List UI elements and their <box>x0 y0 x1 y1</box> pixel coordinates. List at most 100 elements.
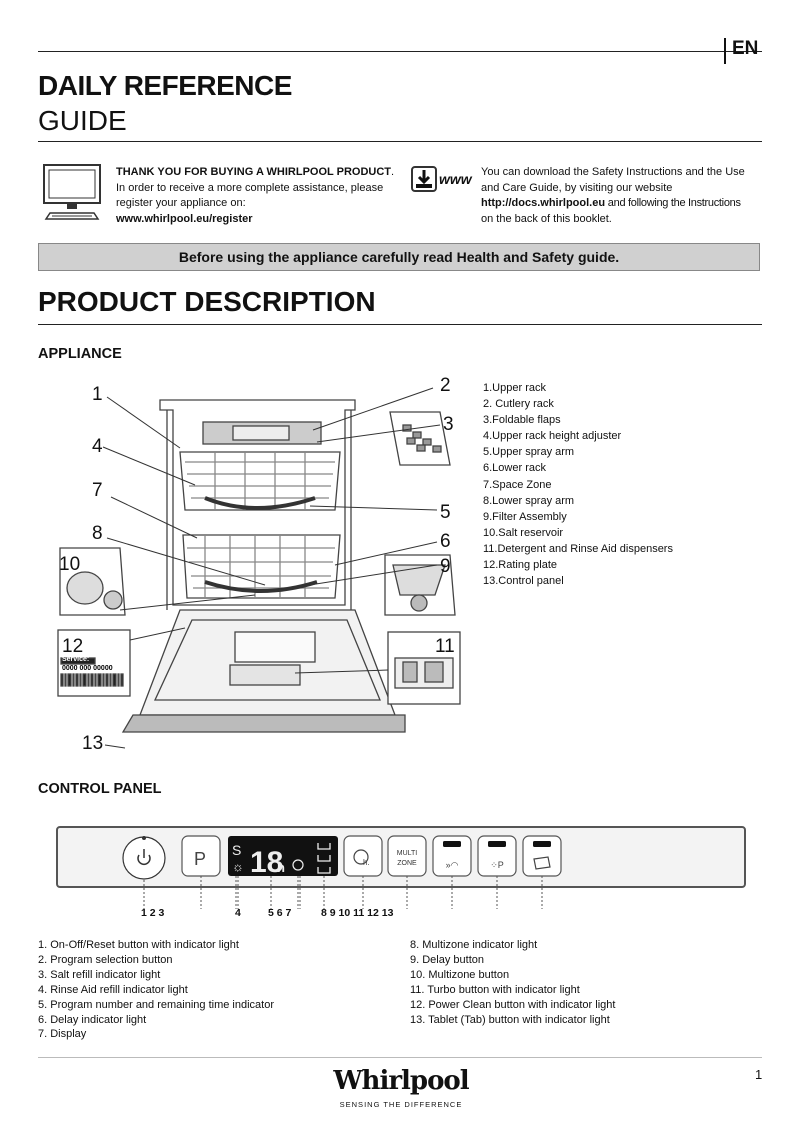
intro-thanks-suffix: . <box>391 166 395 178</box>
computer-monitor-icon <box>43 164 101 220</box>
language-code: EN <box>732 38 759 59</box>
power-clean-button[interactable]: ⁘P <box>477 835 517 877</box>
rating-plate-service-text: Service: <box>62 656 89 663</box>
whirlpool-logo: Whirlpool SENSING THE DIFFERENCE <box>0 1066 802 1109</box>
diagram-label-4: 4 <box>92 436 103 457</box>
diagram-label-6: 6 <box>440 531 451 552</box>
multizone-label-1: MULTI <box>397 850 418 857</box>
program-button-label: P <box>194 849 206 869</box>
page-title-line1: DAILY REFERENCE <box>38 70 292 101</box>
part-item: 12.Rating plate <box>483 559 557 572</box>
part-item: 13.Control panel <box>483 575 564 588</box>
control-item: 5. Program number and remaining time ind… <box>38 998 275 1011</box>
power-clean-indicator-light <box>488 841 506 847</box>
diagram-label-11: 11 <box>435 636 455 657</box>
intro-line3: register your appliance on: <box>116 197 246 209</box>
part-item: 11.Detergent and Rinse Aid dispensers <box>483 542 673 555</box>
turbo-icon: »◠ <box>446 860 459 870</box>
download-icon <box>411 166 437 192</box>
page-title-line2: GUIDE <box>38 105 127 136</box>
callout-group-3: 5 6 7 <box>268 907 292 919</box>
download-line4: on the back of this booklet. <box>481 212 612 225</box>
intro-thanks: THANK YOU FOR BUYING A WHIRLPOOL PRODUCT <box>116 166 391 178</box>
diagram-label-7: 7 <box>92 480 103 501</box>
download-line2: and Care Guide, by visiting our website <box>481 181 673 194</box>
footer-rule <box>38 1057 762 1058</box>
tablet-button[interactable] <box>522 835 562 877</box>
turbo-button[interactable]: »◠ <box>432 835 472 877</box>
control-item: 12. Power Clean button with indicator li… <box>410 998 616 1011</box>
rinse-aid-indicator-icon: ☼ <box>232 859 244 874</box>
download-www-icon: www <box>411 166 473 192</box>
callout-group-1: 1 2 3 <box>141 907 165 919</box>
intro-line2: In order to receive a more complete assi… <box>116 181 384 194</box>
www-label: www <box>439 171 472 187</box>
control-item: 2. Program selection button <box>38 953 173 966</box>
control-panel-diagram: P S ☼ 18 h h. MULTI ZONE »◠ ⁘P <box>56 826 746 909</box>
register-link[interactable]: www.whirlpool.eu/register <box>116 212 253 225</box>
download-line3: and following the Instructions <box>605 197 741 209</box>
program-selection-button[interactable]: P <box>181 835 221 877</box>
diagram-label-13: 13 <box>82 733 103 754</box>
control-panel-heading: CONTROL PANEL <box>38 781 162 797</box>
product-description-title: PRODUCT DESCRIPTION <box>38 286 376 317</box>
display: S ☼ 18 h <box>228 836 338 879</box>
part-item: 2. Cutlery rack <box>483 398 554 411</box>
part-item: 1.Upper rack <box>483 382 546 394</box>
dishwasher-diagram: Service: 0000 000 00000 1 2 3 4 5 6 7 8 … <box>57 375 461 754</box>
language-divider <box>724 38 726 64</box>
delay-indicator-icon <box>292 859 304 871</box>
tablet-icon <box>533 856 551 870</box>
part-item: 3.Foldable flaps <box>483 414 561 427</box>
control-item: 8. Multizone indicator light <box>410 939 538 951</box>
diagram-label-1: 1 <box>92 384 103 405</box>
appliance-heading: APPLIANCE <box>38 346 122 362</box>
intro-download-text: You can download the Safety Instructions… <box>481 165 766 227</box>
control-item: 13. Tablet (Tab) button with indicator l… <box>410 1013 610 1026</box>
control-item: 10. Multizone button <box>410 968 510 981</box>
multizone-label-2: ZONE <box>397 860 417 867</box>
part-item: 5.Upper spray arm <box>483 446 575 459</box>
control-item: 6. Delay indicator light <box>38 1013 147 1026</box>
part-item: 10.Salt reservoir <box>483 526 564 539</box>
control-item: 3. Salt refill indicator light <box>38 968 161 981</box>
control-item: 1. On-Off/Reset button with indicator li… <box>38 939 239 951</box>
part-item: 6.Lower rack <box>483 462 546 475</box>
control-panel-list-right: 8. Multizone indicator light 9. Delay bu… <box>410 938 615 1027</box>
diagram-label-3: 3 <box>443 414 454 435</box>
power-icon <box>137 854 151 865</box>
product-rule <box>38 324 762 325</box>
control-item: 4. Rinse Aid refill indicator light <box>38 983 188 996</box>
rating-plate-number: 0000 000 00000 <box>62 665 113 672</box>
power-clean-icon: ⁘P <box>490 860 504 870</box>
multizone-button[interactable]: MULTI ZONE <box>387 835 427 877</box>
time-unit: h <box>277 860 285 875</box>
part-item: 8.Lower spray arm <box>483 494 575 507</box>
docs-link[interactable]: http://docs.whirlpool.eu <box>481 197 606 209</box>
diagram-label-5: 5 <box>440 502 451 523</box>
part-item: 7.Space Zone <box>483 478 552 491</box>
multizone-indicator-icon <box>317 843 331 874</box>
logo-tagline: SENSING THE DIFFERENCE <box>339 1100 463 1109</box>
program-number-display: 18 <box>250 846 283 879</box>
intro-register-text: THANK YOU FOR BUYING A WHIRLPOOL PRODUCT… <box>116 165 401 227</box>
safety-banner: Before using the appliance carefully rea… <box>38 243 760 271</box>
title-rule <box>38 141 762 142</box>
turbo-indicator-light <box>443 841 461 847</box>
download-line1: You can download the Safety Instructions… <box>481 166 745 178</box>
clock-icon <box>353 849 369 865</box>
diagram-label-9: 9 <box>440 556 451 577</box>
part-item: 4.Upper rack height adjuster <box>483 430 622 443</box>
salt-indicator: S <box>232 842 241 858</box>
page-number: 1 <box>755 1067 763 1082</box>
logo-wordmark: Whirlpool <box>333 1066 469 1096</box>
tablet-indicator-light <box>533 841 551 847</box>
on-off-button[interactable] <box>122 836 166 880</box>
diagram-label-8: 8 <box>92 523 103 544</box>
delay-button[interactable]: h. <box>343 835 383 877</box>
control-panel-list-left: 1. On-Off/Reset button with indicator li… <box>38 938 274 1042</box>
part-item: 9.Filter Assembly <box>483 510 567 523</box>
parts-list: 1.Upper rack 2. Cutlery rack 3.Foldable … <box>483 380 673 589</box>
header-rule <box>38 51 762 52</box>
diagram-label-12: 12 <box>62 636 83 657</box>
